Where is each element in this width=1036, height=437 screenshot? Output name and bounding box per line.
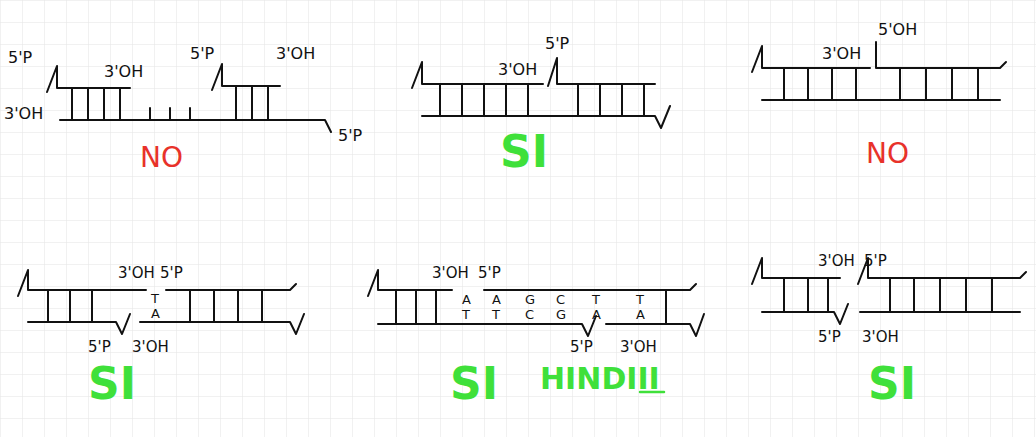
end-label: 3'OH bbox=[822, 46, 861, 62]
base-letter: G bbox=[525, 293, 535, 306]
base-pair bbox=[48, 290, 262, 322]
end-label: 5'OH bbox=[878, 22, 917, 38]
end-label: 3'OH bbox=[498, 62, 537, 78]
base-letter: T bbox=[492, 308, 500, 321]
end-label: 3'OH bbox=[862, 330, 899, 345]
dna-strand bbox=[876, 42, 1006, 68]
verdict: SI bbox=[88, 362, 136, 406]
end-label: 5'P bbox=[478, 266, 501, 281]
base-letter: T bbox=[592, 293, 600, 306]
dna-strand bbox=[212, 64, 280, 90]
end-label: 3'OH bbox=[620, 340, 657, 355]
end-label: 5'P bbox=[818, 330, 841, 345]
verdict: NO bbox=[866, 140, 909, 168]
verdict: SI bbox=[868, 362, 916, 406]
dna-strand bbox=[422, 106, 670, 128]
end-label: 3'OH bbox=[118, 266, 155, 281]
end-label: 5'P bbox=[88, 340, 111, 355]
dna-strand bbox=[762, 304, 848, 324]
end-label: 5'P bbox=[8, 50, 32, 66]
base-pair bbox=[396, 290, 666, 324]
dna-strand bbox=[28, 314, 130, 334]
base-letter: A bbox=[462, 293, 471, 306]
base-letter: G bbox=[556, 308, 566, 321]
verdict: SI bbox=[500, 130, 548, 174]
end-label: 5'P bbox=[864, 254, 887, 269]
end-label: 5'P bbox=[338, 128, 362, 144]
end-label: 3'OH bbox=[276, 46, 315, 62]
base-letter: T bbox=[462, 308, 470, 321]
dna-strand bbox=[166, 284, 296, 290]
dna-strand bbox=[60, 120, 331, 132]
end-label: 3'OH bbox=[104, 64, 143, 80]
dna-strand bbox=[140, 314, 304, 334]
dna-strand bbox=[412, 62, 543, 88]
base-pair bbox=[784, 68, 978, 100]
base-letter: C bbox=[525, 308, 534, 321]
dna-strand bbox=[752, 46, 870, 72]
base-letter: A bbox=[636, 308, 645, 321]
base-letter: C bbox=[556, 293, 565, 306]
dna-strand bbox=[484, 284, 696, 290]
end-label: 3'OH bbox=[432, 266, 469, 281]
base-letter: T bbox=[636, 293, 644, 306]
enzyme-name: HINDIII bbox=[540, 364, 660, 394]
end-label: 3'OH bbox=[132, 340, 169, 355]
end-label: 3'OH bbox=[818, 254, 855, 269]
end-label: 5'P bbox=[190, 46, 214, 62]
base-pair bbox=[72, 86, 268, 120]
dna-strand bbox=[762, 99, 1000, 101]
dna-strand bbox=[606, 314, 704, 336]
end-label: 5'P bbox=[570, 340, 593, 355]
end-label: 5'P bbox=[545, 36, 569, 52]
base-letter: A bbox=[592, 308, 601, 321]
base-letter: A bbox=[492, 293, 501, 306]
verdict: SI bbox=[450, 362, 498, 406]
end-label: 3'OH bbox=[4, 106, 43, 122]
base-pair bbox=[784, 278, 992, 312]
verdict: NO bbox=[140, 144, 183, 172]
end-label: 5'P bbox=[160, 266, 183, 281]
base-letter: A bbox=[151, 307, 160, 320]
base-letter: T bbox=[151, 292, 159, 305]
base-pair bbox=[440, 84, 644, 116]
dna-strand bbox=[548, 58, 655, 86]
